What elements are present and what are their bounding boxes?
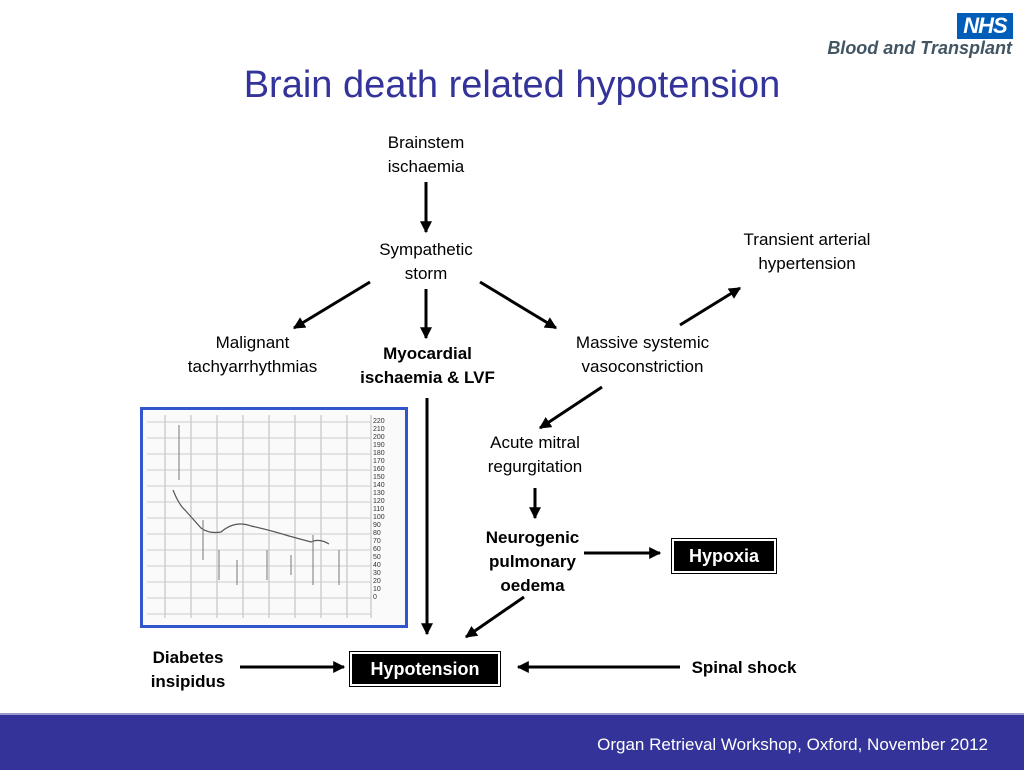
slide-title: Brain death related hypotension bbox=[243, 64, 781, 106]
scale-label: 140 bbox=[373, 482, 385, 489]
scale-label: 0 bbox=[373, 594, 377, 601]
scale-label: 130 bbox=[373, 490, 385, 497]
node-acute-mitral-regurgitation: Acute mitral regurgitation bbox=[487, 433, 583, 476]
scale-label: 190 bbox=[373, 442, 385, 449]
scale-label: 80 bbox=[373, 530, 381, 537]
scale-label: 120 bbox=[373, 498, 385, 505]
scale-label: 70 bbox=[373, 538, 381, 545]
scale-label: 180 bbox=[373, 450, 385, 457]
scale-label: 160 bbox=[373, 466, 385, 473]
scale-label: 210 bbox=[373, 426, 385, 433]
chart-scale: 220 210 200 190 180 170 160 150 140 130 … bbox=[373, 418, 403, 602]
scale-label: 40 bbox=[373, 562, 381, 569]
blood-pressure-chart: 220 210 200 190 180 170 160 150 140 130 … bbox=[140, 407, 408, 628]
node-transient-hypertension: Transient arterial hypertension bbox=[743, 230, 871, 273]
footer-bar: Organ Retrieval Workshop, Oxford, Novemb… bbox=[0, 713, 1024, 770]
scale-label: 100 bbox=[373, 514, 385, 521]
node-sympathetic-storm: Sympathetic storm bbox=[379, 240, 473, 283]
nhs-logo-name: Blood and Transplant bbox=[827, 38, 1012, 58]
nhs-logo-badge: NHS bbox=[957, 13, 1013, 39]
node-spinal-shock: Spinal shock bbox=[691, 658, 797, 677]
node-malignant-tachyarrhythmias: Malignant tachyarrhythmias bbox=[187, 333, 318, 376]
scale-label: 10 bbox=[373, 586, 381, 593]
arrow-neurogenic-to-hypotension bbox=[465, 595, 525, 639]
node-hypoxia: Hypoxia bbox=[671, 538, 777, 574]
scale-label: 200 bbox=[373, 434, 385, 441]
node-brainstem-ischaemia: Brainstem ischaemia bbox=[387, 133, 465, 176]
scale-label: 60 bbox=[373, 546, 381, 553]
scale-label: 50 bbox=[373, 554, 381, 561]
node-neurogenic-pulmonary-oedema: Neurogenic pulmonary oedema bbox=[485, 528, 580, 595]
scale-label: 20 bbox=[373, 578, 381, 585]
arrow-vasoconstriction-to-mitral bbox=[538, 385, 603, 430]
scale-label: 90 bbox=[373, 522, 381, 529]
chart-grid bbox=[147, 415, 372, 618]
scale-label: 30 bbox=[373, 570, 381, 577]
scale-label: 110 bbox=[373, 506, 385, 513]
node-myocardial-ischaemia: Myocardial ischaemia & LVF bbox=[360, 344, 495, 387]
arrow-storm-to-vasoconstriction bbox=[479, 280, 558, 330]
arrow-storm-to-malignant bbox=[292, 280, 371, 330]
scale-label: 220 bbox=[373, 418, 385, 425]
footer-text: Organ Retrieval Workshop, Oxford, Novemb… bbox=[597, 735, 988, 754]
node-massive-vasoconstriction: Massive systemic vasoconstriction bbox=[575, 333, 710, 376]
scale-label: 170 bbox=[373, 458, 385, 465]
scale-label: 150 bbox=[373, 474, 385, 481]
arrow-vasoconstriction-to-transient bbox=[679, 286, 742, 327]
node-diabetes-insipidus: Diabetes insipidus bbox=[150, 648, 226, 691]
node-hypotension: Hypotension bbox=[349, 651, 501, 687]
